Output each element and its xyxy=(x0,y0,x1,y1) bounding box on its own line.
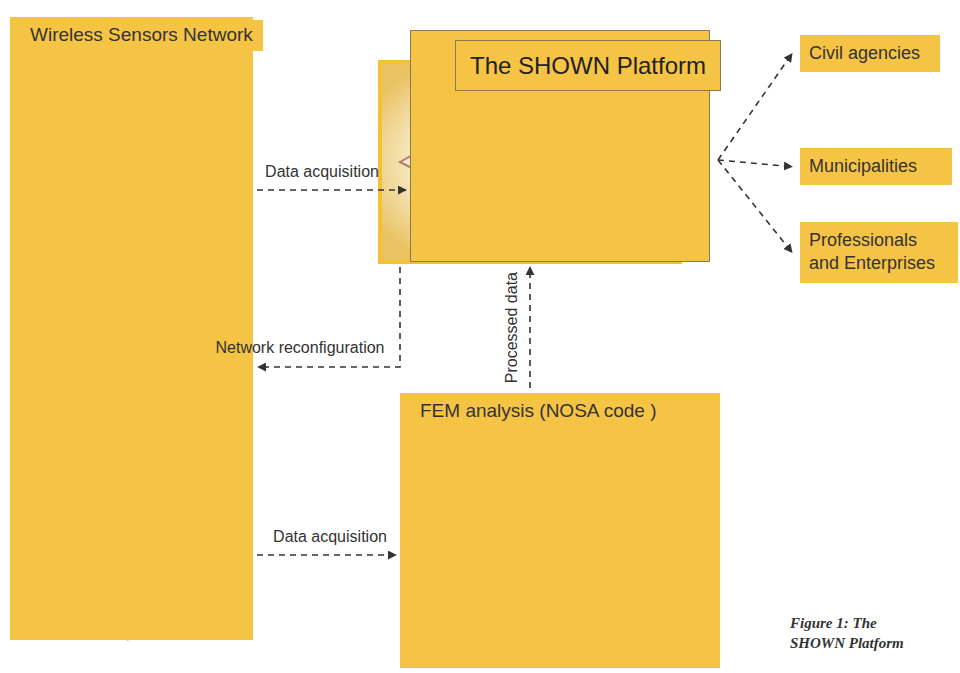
dashed-arrow xyxy=(257,189,406,191)
edge-label: Processed data xyxy=(502,272,521,383)
network-group: Wireless Sensors Network xyxy=(10,17,253,640)
edge-label: Network reconfiguration xyxy=(216,338,385,357)
stakeholder-label: Municipalities xyxy=(809,155,943,178)
stakeholder-box: Professionals and Enterprises xyxy=(800,222,958,283)
platform-title: The SHOWN Platform xyxy=(455,40,721,91)
platform-box: The SHOWN Platform xyxy=(410,30,710,262)
dashed-arrow xyxy=(718,160,792,252)
section-label: FEM analysis (NOSA code ) xyxy=(410,396,667,427)
stakeholder-label: Civil agencies xyxy=(809,42,931,65)
stakeholder-label: Professionals and Enterprises xyxy=(809,229,949,276)
stakeholder-box: Civil agencies xyxy=(800,35,940,72)
dashed-arrow xyxy=(718,54,792,160)
edge-label: Data acquisition xyxy=(273,527,387,546)
dashed-arrow xyxy=(257,554,396,556)
figure-caption: Figure 1: The SHOWN Platform xyxy=(790,614,925,653)
dashed-arrow xyxy=(718,160,792,167)
section-label: Wireless Sensors Network xyxy=(20,20,263,51)
edge-label: Data acquisition xyxy=(265,162,379,181)
analysis-box: FEM analysis (NOSA code ) xyxy=(400,393,720,668)
dashed-arrow xyxy=(529,267,531,388)
stakeholder-box: Municipalities xyxy=(800,148,952,185)
